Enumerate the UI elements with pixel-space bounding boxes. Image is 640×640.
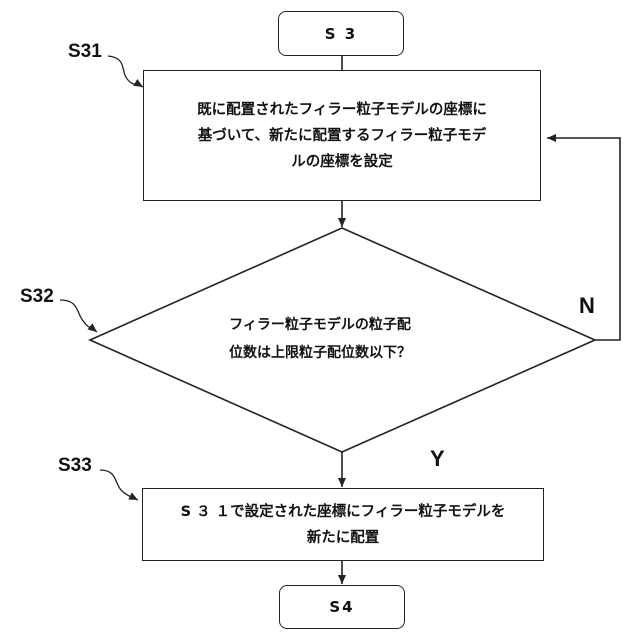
process-text-s33: S ３ １で設定された座標にフィラー粒子モデルを 新たに配置 bbox=[181, 499, 506, 551]
process-box-s31: 既に配置されたフィラー粒子モデルの座標に 基づいて、新たに配置するフィラー粒子モ… bbox=[143, 70, 541, 201]
start-terminal-label: S 3 bbox=[325, 25, 357, 43]
process-line: 基づいて、新たに配置するフィラー粒子モデ bbox=[197, 123, 487, 149]
branch-label-yes: Y bbox=[430, 446, 445, 472]
decision-line: 位数は上限粒子配位数以下？ bbox=[210, 339, 430, 367]
decision-line: フィラー粒子モデルの粒子配 bbox=[210, 311, 430, 339]
process-text-s31: 既に配置されたフィラー粒子モデルの座標に 基づいて、新たに配置するフィラー粒子モ… bbox=[197, 97, 487, 175]
process-line: 新たに配置 bbox=[181, 525, 506, 551]
leader-s32 bbox=[60, 300, 97, 332]
process-line: S ３ １で設定された座標にフィラー粒子モデルを bbox=[181, 499, 506, 525]
process-line: 既に配置されたフィラー粒子モデルの座標に bbox=[197, 97, 487, 123]
step-label-s32: S32 bbox=[20, 286, 54, 308]
leader-s31 bbox=[108, 56, 143, 87]
process-box-s33: S ３ １で設定された座標にフィラー粒子モデルを 新たに配置 bbox=[142, 488, 544, 561]
end-terminal-label: S4 bbox=[329, 598, 354, 616]
process-line: ルの座標を設定 bbox=[197, 149, 487, 175]
leader-s33 bbox=[100, 470, 138, 500]
step-label-s33: S33 bbox=[58, 455, 92, 477]
start-terminal-s3: S 3 bbox=[278, 11, 404, 56]
end-terminal-s4: S4 bbox=[279, 585, 405, 629]
decision-text-s32: フィラー粒子モデルの粒子配 位数は上限粒子配位数以下？ bbox=[210, 311, 430, 367]
branch-label-no: N bbox=[579, 293, 595, 319]
step-label-s31: S31 bbox=[68, 41, 102, 63]
